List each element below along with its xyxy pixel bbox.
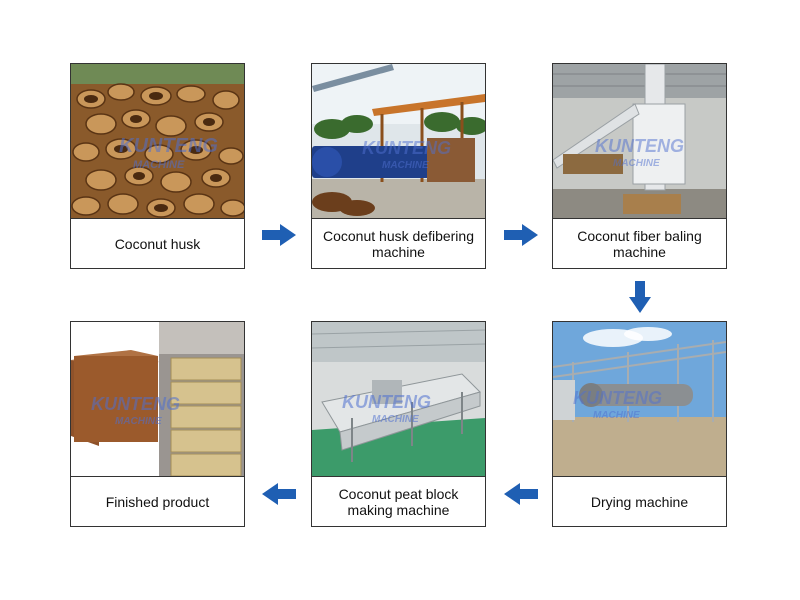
watermark-brand-text: KUNTENG: [119, 135, 218, 157]
baling-machine-photo: KUNTENG MACHINE: [553, 64, 726, 218]
watermark-sub-text: MACHINE: [115, 416, 162, 427]
arrow-left-icon: [504, 483, 538, 505]
watermark-sub-text: MACHINE: [133, 159, 185, 171]
watermark-brand-text: KUNTENG: [342, 392, 431, 412]
peat-block-machine-photo: KUNTENG MACHINE: [312, 322, 485, 476]
step-caption: Finished product: [71, 476, 244, 526]
step-card-drying-machine: KUNTENG MACHINE Drying machine: [552, 321, 727, 527]
watermark-brand-text: KUNTENG: [362, 138, 451, 158]
step-card-baling-machine: KUNTENG MACHINE Coconut fiber baling mac…: [552, 63, 727, 269]
step-caption: Drying machine: [553, 476, 726, 526]
drying-machine-photo: KUNTENG MACHINE: [553, 322, 726, 476]
arrow-down-icon: [629, 281, 651, 313]
defibering-machine-photo: KUNTENG MACHINE: [312, 64, 485, 218]
watermark-brand-text: KUNTENG: [595, 136, 684, 156]
arrow-right-icon: [504, 224, 538, 246]
step-card-finished-product: KUNTENG MACHINE Finished product: [70, 321, 245, 527]
coconut-husk-photo: KUNTENG MACHINE: [71, 64, 244, 218]
watermark-sub-text: MACHINE: [382, 160, 429, 171]
watermark-sub-text: MACHINE: [593, 410, 640, 421]
step-card-peat-block-machine: KUNTENG MACHINE Coconut peat block makin…: [311, 321, 486, 527]
arrow-right-icon: [262, 224, 296, 246]
finished-product-photo: KUNTENG MACHINE: [71, 322, 244, 476]
watermark-sub-text: MACHINE: [613, 158, 660, 169]
watermark-sub-text: MACHINE: [372, 414, 419, 425]
step-card-coconut-husk: KUNTENG MACHINE Coconut husk: [70, 63, 245, 269]
step-caption: Coconut husk defibering machine: [312, 218, 485, 268]
step-caption: Coconut peat block making machine: [312, 476, 485, 526]
step-caption: Coconut husk: [71, 218, 244, 268]
watermark-brand-text: KUNTENG: [91, 394, 180, 414]
arrow-left-icon: [262, 483, 296, 505]
step-card-defibering-machine: KUNTENG MACHINE Coconut husk defibering …: [311, 63, 486, 269]
step-caption: Coconut fiber baling machine: [553, 218, 726, 268]
watermark-brand-text: KUNTENG: [573, 388, 662, 408]
